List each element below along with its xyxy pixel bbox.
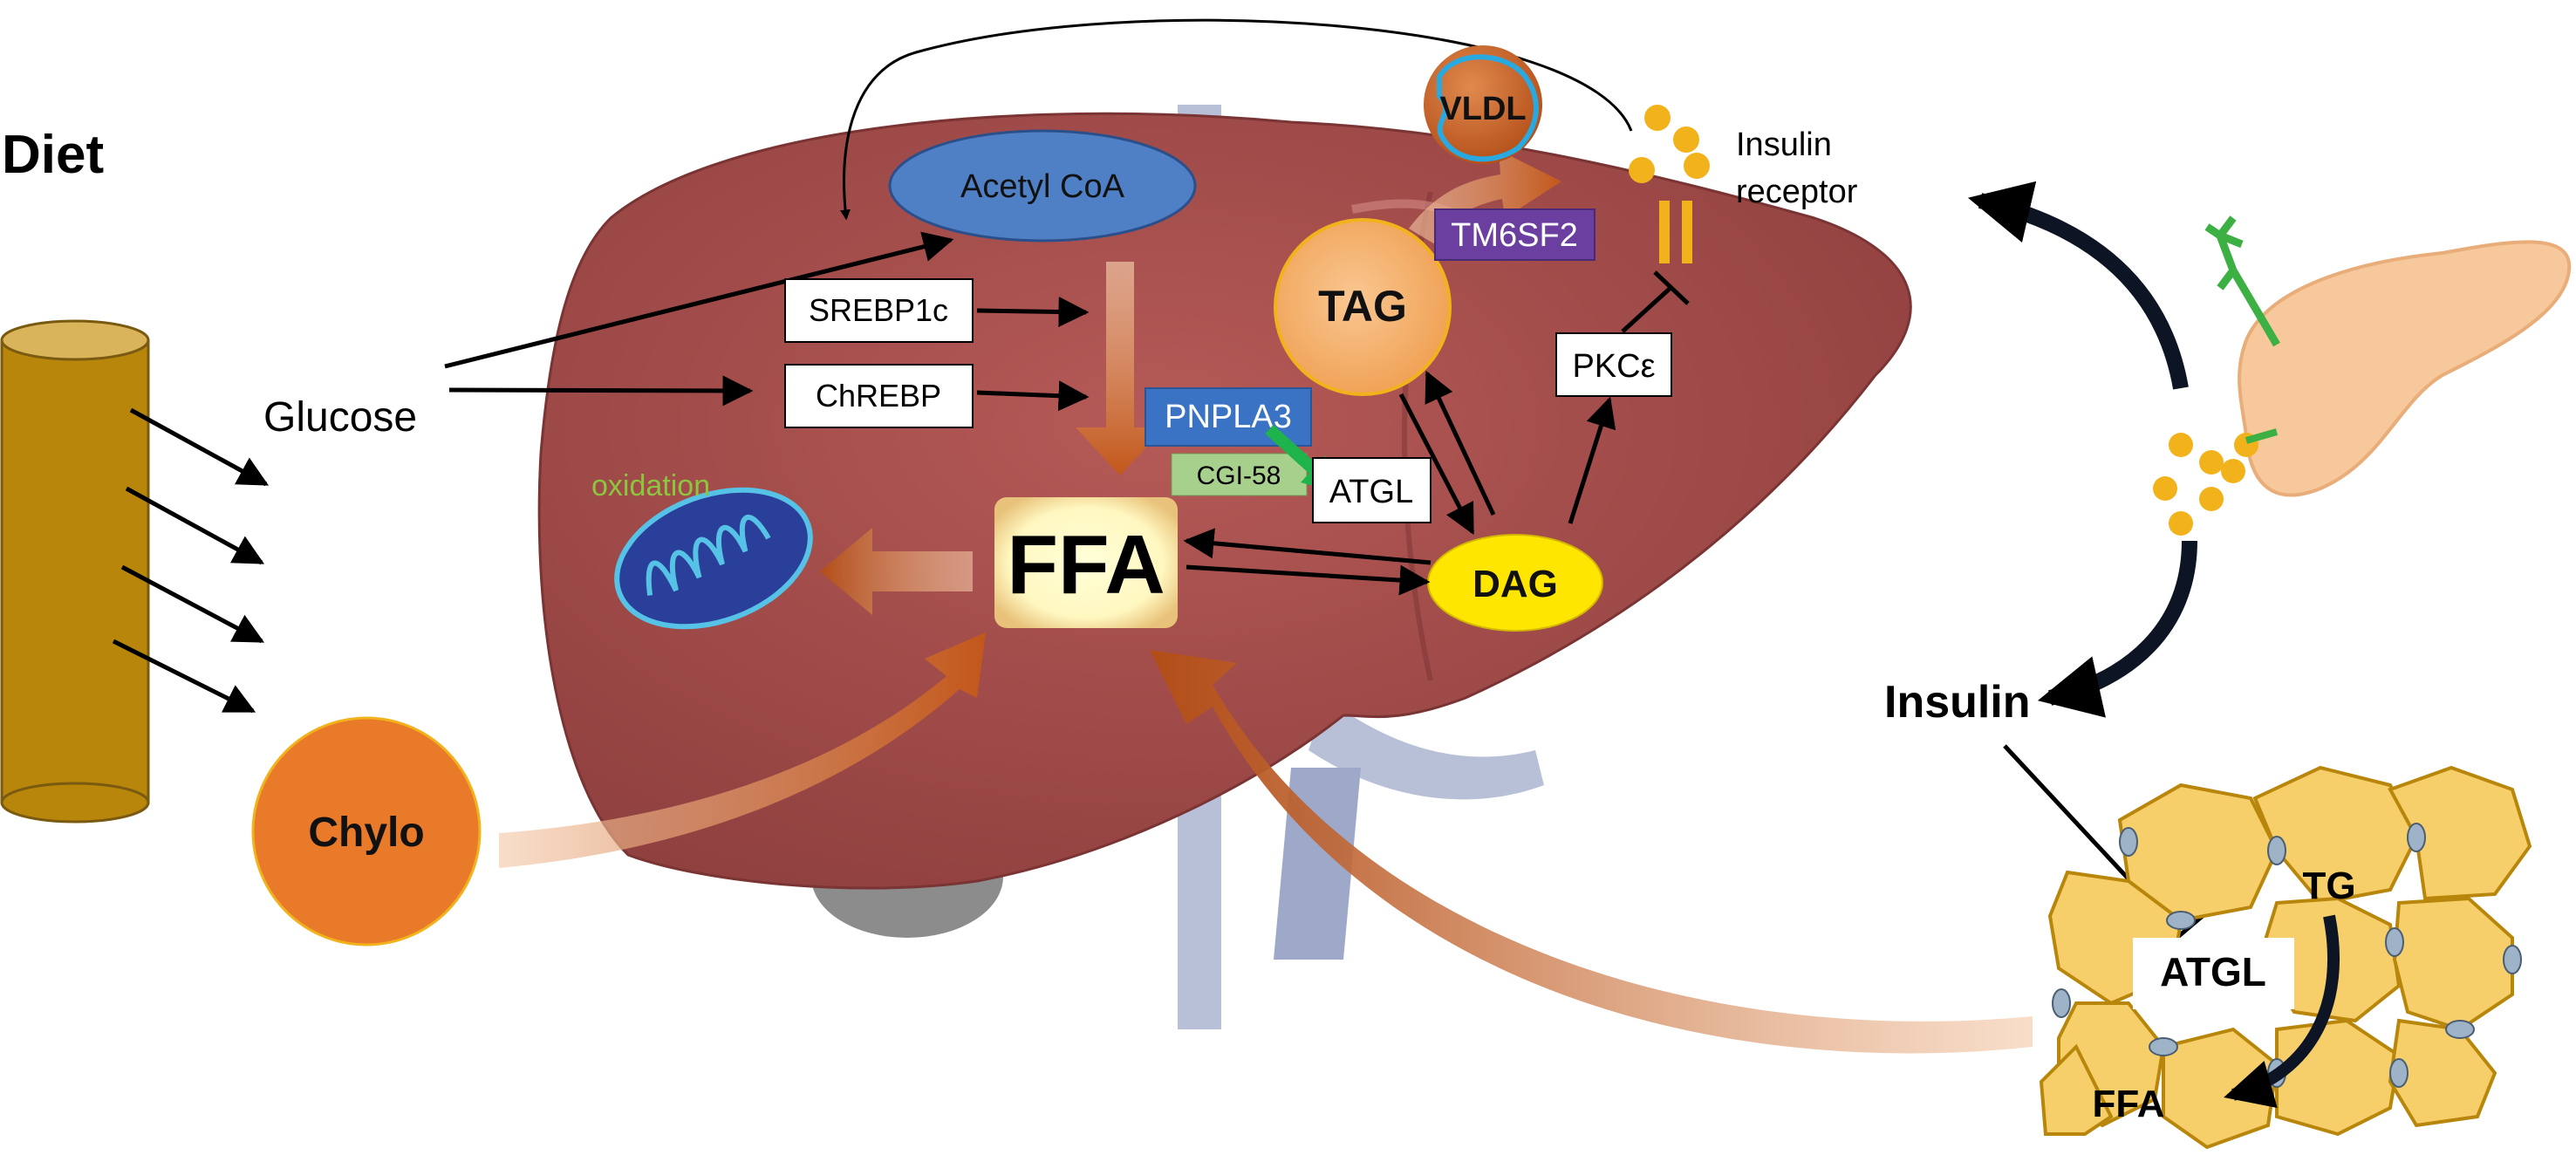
- pkce-label: PKCε: [1572, 348, 1655, 385]
- glucose-to-acetyl-arrow: [444, 231, 954, 369]
- srebp1c-label: SREBP1c: [809, 292, 948, 328]
- atgl-liver-label: ATGL: [1329, 474, 1413, 510]
- insulin-receptor-label-line1: Insulin: [1736, 126, 1832, 163]
- acetyl-coa-node: [888, 129, 1197, 243]
- adipose-tissue-cluster: [2039, 765, 2532, 1150]
- acetyl-coa-label: Acetyl CoA: [960, 168, 1125, 205]
- vldl-node: [1424, 45, 1542, 164]
- insulin-receptor-label-line2: receptor: [1736, 174, 1858, 210]
- chylo-to-ffa-arrow: [499, 632, 986, 868]
- insulin-receptor-icon: [1629, 105, 1710, 263]
- lipogenesis-orange-arrow: [1076, 262, 1165, 475]
- insulin-secretion-dots: [2153, 433, 2258, 536]
- adipose-ffa-to-liver-arrow: [1150, 650, 2033, 1054]
- intestine-column: [0, 319, 150, 824]
- dag-to-tag-arrow: [1425, 370, 1496, 516]
- adipose-nuclei: [2052, 823, 2522, 1088]
- mitochondrion-icon: [614, 487, 813, 630]
- glucose-to-chrebp-arrow: [448, 375, 754, 407]
- oxidation-label: oxidation: [591, 469, 710, 502]
- ffa-main-box: [994, 497, 1178, 628]
- pnpla3-box: [1145, 387, 1312, 447]
- tag-to-dag-arrow: [1398, 393, 1475, 536]
- adipose-ffa-label: FFA: [2092, 1083, 2164, 1125]
- diet-absorption-arrows: [112, 407, 270, 714]
- adipose-atgl-box: [2133, 938, 2294, 1009]
- pkce-box: [1555, 332, 1672, 397]
- vldl-apolipoprotein-outline: [1437, 54, 1539, 162]
- glucose-label: Glucose: [263, 394, 417, 441]
- atgl-liver-box: [1312, 457, 1431, 523]
- chrebp-box: [784, 364, 974, 428]
- tag-label: TAG: [1318, 282, 1407, 331]
- insulin-label: Insulin: [1884, 677, 2031, 728]
- tm6sf2-box: [1434, 208, 1595, 261]
- vldl-label: VLDL: [1439, 91, 1526, 127]
- chrebp-label: ChREBP: [816, 378, 941, 413]
- cgi58-label: CGI-58: [1197, 461, 1281, 490]
- tm6sf2-label: TM6SF2: [1451, 217, 1578, 254]
- srebp1c-box: [784, 278, 974, 343]
- tg-to-ffa-arrow: [2224, 914, 2340, 1108]
- adipose-tg-label: TG: [2302, 865, 2355, 907]
- ffa-to-dag-arrow: [1186, 564, 1431, 596]
- pkce-inhibits-receptor: [1621, 270, 1690, 333]
- dag-label: DAG: [1472, 563, 1558, 605]
- tag-node: [1274, 218, 1452, 396]
- chylo-label: Chylo: [308, 810, 424, 856]
- chrebp-arrow: [976, 380, 1090, 412]
- srebp1c-arrow: [976, 296, 1090, 327]
- pancreas-to-insulin-arrow: [2037, 540, 2197, 718]
- cgi58-box: [1171, 453, 1308, 496]
- insulin-to-receptor-arrow: [1967, 181, 2189, 390]
- chylo-node: [251, 716, 482, 947]
- insulin-receptor-feedback-arrow: [839, 18, 1633, 221]
- ffa-to-oxidation-arrow: [820, 528, 973, 615]
- dag-to-pkce-arrow: [1568, 396, 1616, 524]
- pancreas-icon: [2204, 215, 2572, 497]
- diet-label: Diet: [2, 125, 104, 185]
- dag-to-ffa-arrow: [1183, 528, 1431, 565]
- adipose-atgl-label: ATGL: [2160, 949, 2266, 994]
- pancreas-link: [2245, 428, 2279, 444]
- ffa-main-label: FFA: [1007, 518, 1165, 612]
